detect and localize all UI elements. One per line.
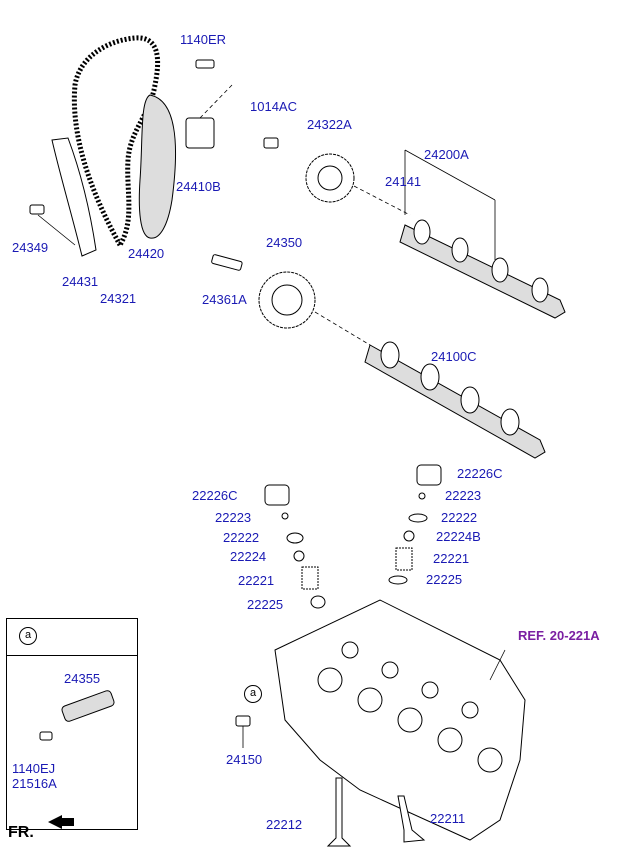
retainer-lock-22223-left [281,512,289,520]
label-22223-right: 22223 [445,488,482,503]
label-24431: 24431 [62,274,99,289]
label-1140ER: 1140ER [180,32,227,47]
label-22211: 22211 [430,811,466,826]
seal-22224B [403,530,415,542]
timing-chain-24321 [71,35,161,251]
label-22226C-left: 22226C [192,488,238,503]
lifter-22226C-left [264,484,290,506]
label-24200A: 24200A [424,147,469,162]
retainer-22222-left [286,532,304,544]
label-1140EJ: 1140EJ [12,761,56,776]
label-24150: 24150 [226,752,263,767]
label-24322A: 24322A [307,117,352,132]
label-24361A: 24361A [202,292,247,307]
label-24350: 24350 [266,235,303,250]
label-21516A: 21516A [12,776,57,791]
label-24141: 24141 [385,174,422,189]
label-22226C-right: 22226C [457,466,503,481]
label-22224: 22224 [230,549,267,564]
label-24100C: 24100C [431,349,477,364]
tensioner-arm-24420 [138,94,176,239]
inset-box: a [6,618,138,830]
label-24355: 24355 [64,671,101,686]
label-22223-left: 22223 [215,510,252,525]
label-22221-right: 22221 [433,551,470,566]
valve-spring-22221-right [395,547,413,571]
lifter-22226C-right [416,464,442,486]
retainer-22222-right [408,513,428,523]
valve-22212 [326,777,352,847]
label-22221-left: 22221 [238,573,275,588]
valve-22211 [397,795,426,843]
camshaft-lobes-24200A [413,219,549,303]
bolt-1014AC [263,137,279,149]
label-22225-left: 22225 [247,597,284,612]
spring-seat-22225-left [310,595,326,609]
spring-seat-22225-right [388,575,408,585]
front-direction-arrow [48,815,74,829]
label-22224B: 22224B [436,529,481,544]
bolt-24150 [235,715,251,727]
label-22212: 22212 [266,817,303,832]
camshaft-lobes-24100C [380,341,520,436]
valve-spring-22221-left [301,566,319,590]
label-24420: 24420 [128,246,165,261]
front-direction-label: FR. [8,824,34,841]
bolt-24349 [29,204,45,215]
seal-22224 [293,550,305,562]
inset-marker-a: a [19,627,37,645]
head-marker-a: a [244,685,262,703]
chain-guide-24431 [51,137,97,257]
label-24349: 24349 [12,240,49,255]
chain-tensioner-24410B [185,117,215,149]
label-24321: 24321 [100,291,137,306]
bolt-1140ER [195,59,215,69]
label-24410B: 24410B [176,179,221,194]
retainer-lock-22223-right [418,492,426,500]
label-22225-right: 22225 [426,572,463,587]
label-22222-right: 22222 [441,510,478,525]
cylinder-head-ports [317,641,503,773]
bolt-1140EJ [39,731,53,741]
oil-control-valve-24355 [61,690,115,722]
label-1014AC: 1014AC [250,99,297,114]
bolt-24361A [211,254,243,271]
inset-header: a [7,619,137,656]
label-22222-left: 22222 [223,530,260,545]
reference-label: REF. 20-221A [518,628,600,643]
